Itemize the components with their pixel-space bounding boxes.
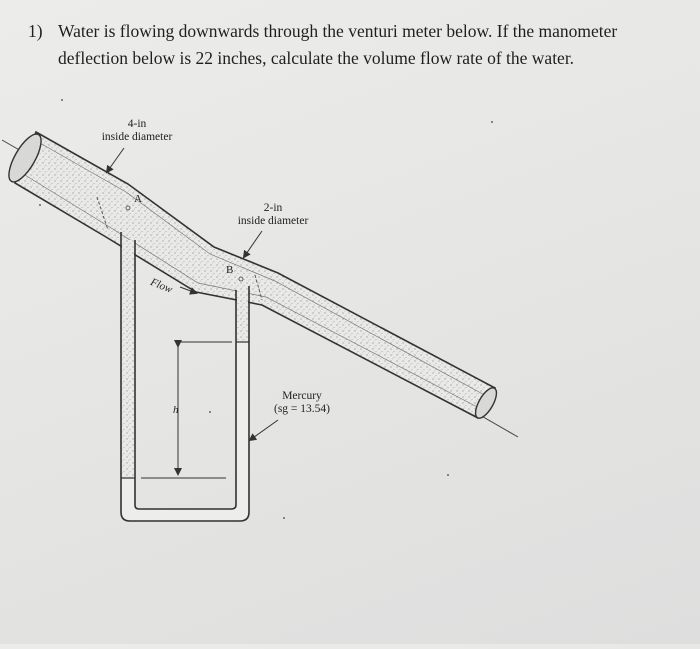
throat-diameter-text: inside diameter xyxy=(237,215,309,227)
mercury-name: Mercury xyxy=(282,390,322,402)
mercury-specific-gravity: (sg = 13.54) xyxy=(274,403,330,415)
pipe-inlet-end xyxy=(8,133,42,183)
throat-diameter-label: 2-in inside diameter xyxy=(228,202,318,228)
throat-diameter-value: 2-in xyxy=(263,202,283,214)
point-a-label: A xyxy=(134,193,142,205)
flow-arrow xyxy=(179,286,198,295)
inlet-diameter-value: 4-in xyxy=(127,118,147,130)
pipe-outlet-end xyxy=(474,387,498,419)
point-b-label: B xyxy=(226,264,234,276)
mercury-label: Mercury (sg = 13.54) xyxy=(262,390,342,416)
inlet-diameter-text: inside diameter xyxy=(101,131,173,143)
height-label: h xyxy=(173,404,179,416)
manometer-tube xyxy=(120,232,250,522)
problem-number: 1) xyxy=(28,21,43,41)
inlet-diameter-label: 4-in inside diameter xyxy=(92,118,182,144)
problem-text: Water is flowing downwards through the v… xyxy=(58,21,618,68)
